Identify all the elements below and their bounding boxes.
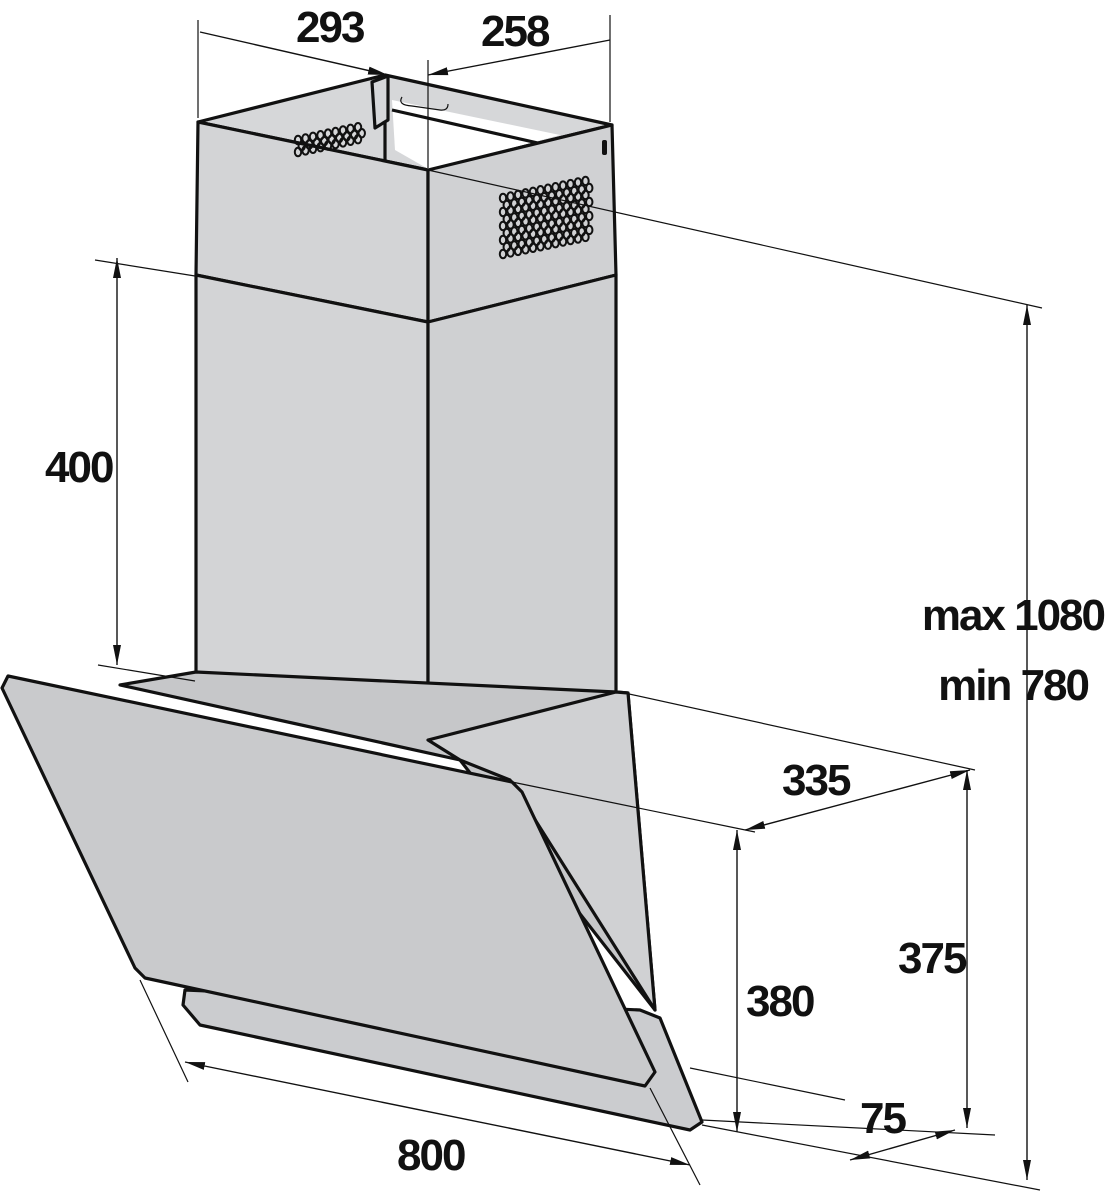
vent-hole: [543, 197, 553, 208]
vent-hole: [566, 220, 575, 232]
vent-hole: [323, 140, 333, 151]
vent-hole: [573, 219, 583, 230]
vent-hole: [551, 223, 560, 235]
dim-front-height: 380: [746, 977, 814, 1026]
vent-hole: [558, 180, 568, 191]
vent-hole: [585, 224, 594, 236]
vent-hole: [346, 135, 355, 147]
vent-hole: [506, 205, 515, 216]
vent-hole: [521, 202, 530, 213]
vent-hole: [521, 230, 530, 241]
vent-hole: [573, 177, 583, 188]
vent-hole: [513, 231, 523, 243]
vent-hole: [551, 181, 560, 193]
vent-hole: [331, 138, 340, 150]
vent-hole: [558, 222, 568, 233]
vent-holes: [293, 122, 594, 260]
vent-hole: [573, 233, 583, 244]
vent-hole: [528, 214, 538, 226]
chimney-upper: [194, 73, 618, 324]
dim-upper-chimney-height: 400: [45, 443, 113, 492]
dim-chimney-depth: 258: [481, 7, 550, 56]
vent-hole: [498, 192, 508, 204]
vent-hole: [536, 241, 545, 252]
vent-hole: [308, 143, 318, 155]
vent-hole: [536, 227, 545, 238]
vent-hole: [498, 206, 508, 218]
dim-total-height-min: min 780: [938, 661, 1088, 710]
vent-hole: [566, 178, 575, 190]
vent-hole: [566, 206, 575, 218]
vent-hole: [581, 231, 590, 243]
vent-hole: [551, 195, 560, 207]
vent-hole: [521, 188, 530, 199]
vent-hole: [498, 220, 508, 232]
dim-width: 800: [397, 1131, 465, 1180]
vent-hole: [581, 217, 590, 229]
vent-hole: [521, 216, 530, 227]
vent-hole: [513, 245, 523, 257]
vent-hole: [543, 239, 553, 250]
vent-hole: [513, 203, 523, 215]
vent-hole: [301, 145, 310, 156]
vent-hole: [498, 248, 508, 260]
vent-hole: [506, 191, 515, 202]
vent-hole: [316, 142, 325, 153]
dim-back-height: 375: [898, 934, 967, 983]
vent-hole: [581, 189, 590, 201]
vent-hole: [528, 200, 538, 212]
dim-chimney-width: 293: [296, 3, 364, 52]
vent-hole: [528, 242, 538, 254]
vent-hole: [566, 234, 575, 246]
vent-hole: [536, 199, 545, 210]
dim-total-height-max: max 1080: [922, 591, 1105, 640]
dim-hood-depth: 335: [782, 756, 851, 805]
dim-offset: 75: [860, 1094, 906, 1143]
vent-hole: [585, 210, 594, 222]
vent-hole: [506, 247, 515, 258]
vent-hole: [573, 191, 583, 202]
vent-hole: [513, 217, 523, 229]
vent-hole: [558, 236, 568, 247]
vent-hole: [293, 146, 303, 158]
vent-hole: [338, 137, 348, 148]
vent-hole: [498, 234, 508, 246]
vent-hole: [581, 203, 590, 215]
vent-hole: [573, 205, 583, 216]
vent-hole: [536, 185, 545, 196]
chimney-lower: [194, 273, 618, 742]
vent-hole: [506, 233, 515, 244]
vent-hole: [521, 244, 530, 255]
vent-hole: [536, 213, 545, 224]
vent-hole: [543, 225, 553, 236]
vent-hole: [551, 237, 560, 249]
dimension-lines: [113, 31, 1031, 1180]
vent-hole: [543, 211, 553, 222]
vent-hole: [558, 208, 568, 219]
vent-hole: [353, 134, 363, 145]
vent-hole: [528, 186, 538, 198]
vent-hole: [551, 209, 560, 221]
vent-hole: [506, 219, 515, 230]
vent-hole: [543, 183, 553, 194]
vent-hole: [585, 182, 594, 194]
vent-hole: [581, 175, 590, 187]
vent-hole: [528, 228, 538, 240]
hood-body: [0, 670, 704, 1132]
